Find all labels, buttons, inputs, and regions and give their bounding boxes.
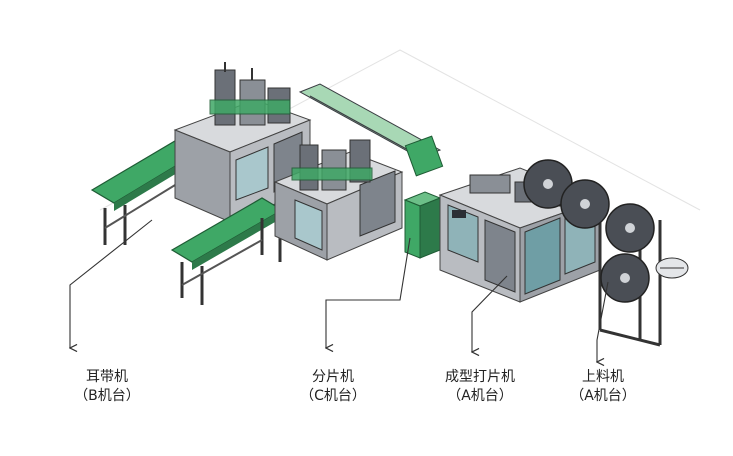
splitter-name: 分片机 [312,369,354,385]
ear-band-name: 耳带机 [86,369,128,385]
splitter-machine [170,139,404,305]
label-splitter-machine: 分片机 （C机台） [288,368,378,406]
splitter-unit: （C机台） [300,388,366,404]
forming-name: 成型打片机 [445,369,515,385]
feeder-unit: （A机台） [570,388,636,404]
forming-unit: （A机台） [447,388,513,404]
label-ear-band-machine: 耳带机 （B机台） [62,368,152,406]
label-forming-machine: 成型打片机 （A机台） [425,368,535,406]
feeder-name: 上料机 [582,369,624,385]
feeder-machine [523,159,689,347]
ear-band-unit: （B机台） [74,388,140,404]
forming-machine [403,167,602,303]
transfer-rail [298,83,442,159]
leader-lines [70,219,609,362]
label-feeder-machine: 上料机 （A机台） [558,368,648,406]
